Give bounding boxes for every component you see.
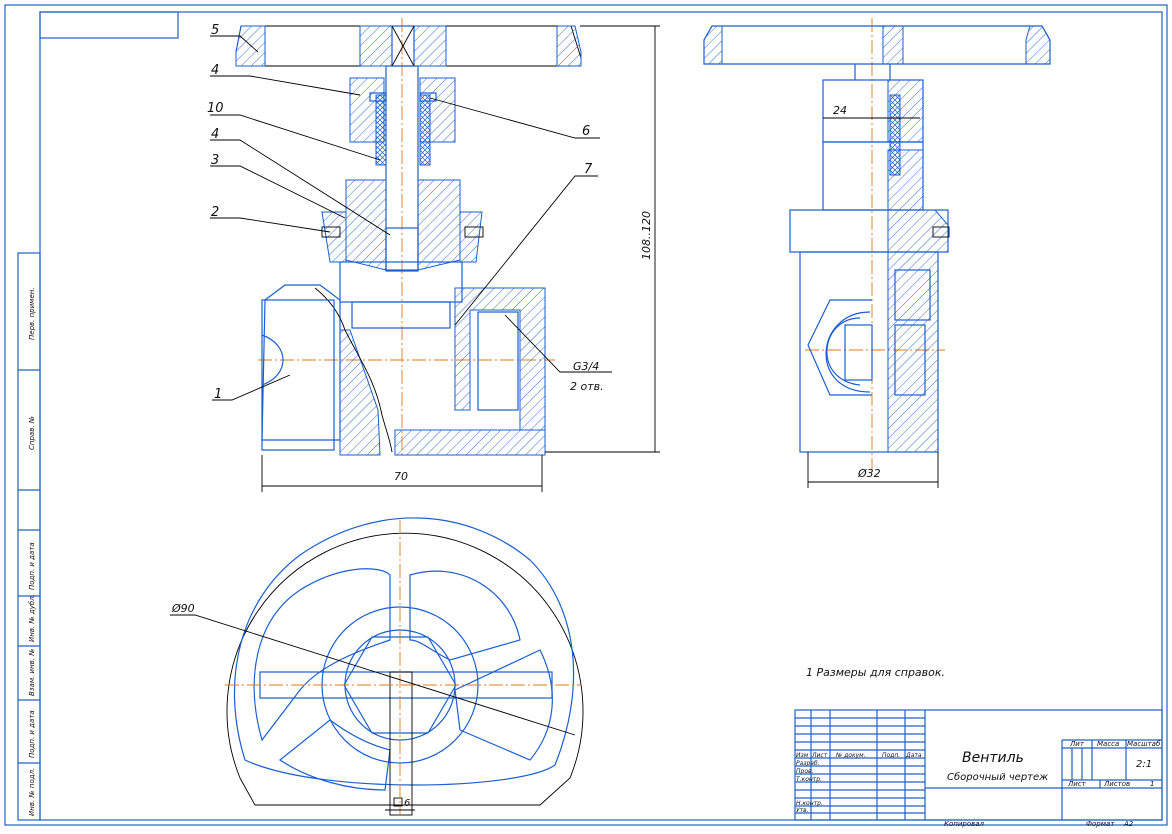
side-view <box>703 18 1051 488</box>
tb-scale-value: 2:1 <box>1136 759 1152 770</box>
tb-col-list: Лист <box>811 752 828 759</box>
top-view-labels: Ø90 6 <box>171 602 410 809</box>
tb-role: Т.контр. <box>796 776 822 783</box>
leader-label: 4 <box>211 63 219 78</box>
tb-copied: Копировал <box>944 820 985 828</box>
title-block-text: Изм Лист № докум. Подп. Дата Разраб. Про… <box>796 740 1161 828</box>
tb-col-doc: № докум. <box>835 752 866 759</box>
dim-diameter: Ø90 <box>171 602 195 615</box>
side-view-labels: 24 Ø32 <box>833 104 881 480</box>
leader-label: 10 <box>207 101 224 116</box>
dim-height: 108..120 <box>640 211 653 260</box>
tb-subtitle: Сборочный чертеж <box>947 771 1048 783</box>
front-view-labels: 5 4 10 4 3 2 1 6 7 G3/4 2 отв. 70 108..1… <box>207 23 653 483</box>
leader-label: 4 <box>211 127 219 142</box>
tb-sheet-label: Лист <box>1067 780 1087 788</box>
tb-scale-label: Масштаб <box>1127 740 1161 748</box>
leader-label: 6 <box>582 124 590 139</box>
stamp-label: Инв. № подл. <box>28 768 36 816</box>
thread-count: 2 отв. <box>570 380 604 393</box>
leader-label: 3 <box>211 153 219 168</box>
title-block <box>794 709 1163 821</box>
side-stamp: Перв. примен. Справ. № Подп. и дата Инв.… <box>17 252 41 821</box>
tb-title: Вентиль <box>962 750 1024 766</box>
tb-col-date: Дата <box>905 752 922 759</box>
tb-role: Разраб. <box>796 760 820 767</box>
stamp-label: Справ. № <box>28 416 36 450</box>
stamp-label: Подп. и дата <box>28 710 36 758</box>
drawing-note: 1 Размеры для справок. <box>806 666 945 679</box>
leader-label: 5 <box>211 23 219 38</box>
dim-width: 70 <box>394 470 408 483</box>
tb-lit-label: Лит <box>1069 740 1085 748</box>
tb-sheets-label: Листов <box>1103 780 1130 788</box>
stamp-label: Подп. и дата <box>28 542 36 590</box>
tb-role: Н.контр. <box>796 800 823 807</box>
dim-slot: 6 <box>404 798 410 809</box>
tb-format-label: Формат <box>1086 820 1115 828</box>
dim-top: 24 <box>833 104 847 117</box>
tb-mass-label: Масса <box>1097 740 1119 748</box>
leader-label: 1 <box>214 387 222 402</box>
tb-col-izm: Изм <box>796 752 809 759</box>
stamp-label: Взам. инв. № <box>28 648 36 696</box>
tb-format-value: А2 <box>1123 820 1134 828</box>
leader-label: 7 <box>584 162 593 177</box>
front-view <box>210 18 660 492</box>
thread-label: G3/4 <box>573 360 599 373</box>
tb-col-sign: Подп. <box>882 752 900 759</box>
top-view <box>170 517 584 816</box>
tb-role: Пров. <box>796 768 814 775</box>
leader-label: 2 <box>211 205 219 220</box>
stamp-label: Инв. № дубл. <box>28 594 36 642</box>
dim-bottom: Ø32 <box>857 467 881 480</box>
tb-sheets-value: 1 <box>1150 780 1154 788</box>
tb-role: Утв. <box>796 807 809 814</box>
stamp-label: Перв. примен. <box>28 287 36 340</box>
